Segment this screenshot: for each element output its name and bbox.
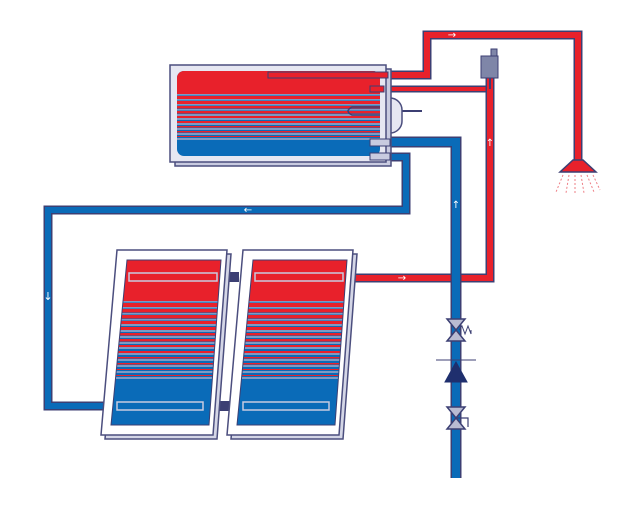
tank-draw-off-pipe <box>267 71 389 79</box>
collector-hot-arrow: → <box>398 273 406 284</box>
shower-head <box>555 159 601 194</box>
hot-outlet-arrow: → <box>448 30 456 41</box>
collector-2-bottom-header <box>242 401 330 411</box>
collector-1-top-header <box>128 272 218 282</box>
shutoff-valve-handle <box>456 417 469 427</box>
solar-collector-1 <box>100 249 232 440</box>
collector-1-bottom-header <box>116 401 204 411</box>
tank-cold-inlet <box>369 138 391 147</box>
cold-supply-pipe <box>380 136 462 478</box>
air-vent <box>480 48 499 89</box>
collector-hot-pipe <box>355 75 495 283</box>
shower-spray <box>555 174 601 194</box>
heating-element <box>347 106 380 116</box>
tank-collector-outlet <box>369 152 391 161</box>
collector-cold-pipe <box>43 152 411 411</box>
flow-arrows: → ← ↓ → ↑ ↑ <box>43 30 494 303</box>
check-valve-spring <box>458 324 472 336</box>
hot-riser-arrow: ↑ <box>486 138 494 149</box>
collector-2-top-header <box>254 272 344 282</box>
circulation-pump <box>436 359 476 383</box>
check-valve <box>445 318 472 342</box>
storage-tank <box>169 64 403 167</box>
tank-stratification-stripes <box>177 91 380 140</box>
collector-return-arrow: ← <box>244 205 252 216</box>
shutoff-valve <box>445 406 469 430</box>
collector-1-stripes <box>111 297 221 379</box>
collector-2-stripes <box>237 297 347 379</box>
collector-drop-arrow: ↓ <box>43 290 52 303</box>
cold-riser-arrow: ↑ <box>452 200 460 211</box>
solar-collector-2 <box>226 249 358 440</box>
collector-link-pipes <box>217 272 239 411</box>
